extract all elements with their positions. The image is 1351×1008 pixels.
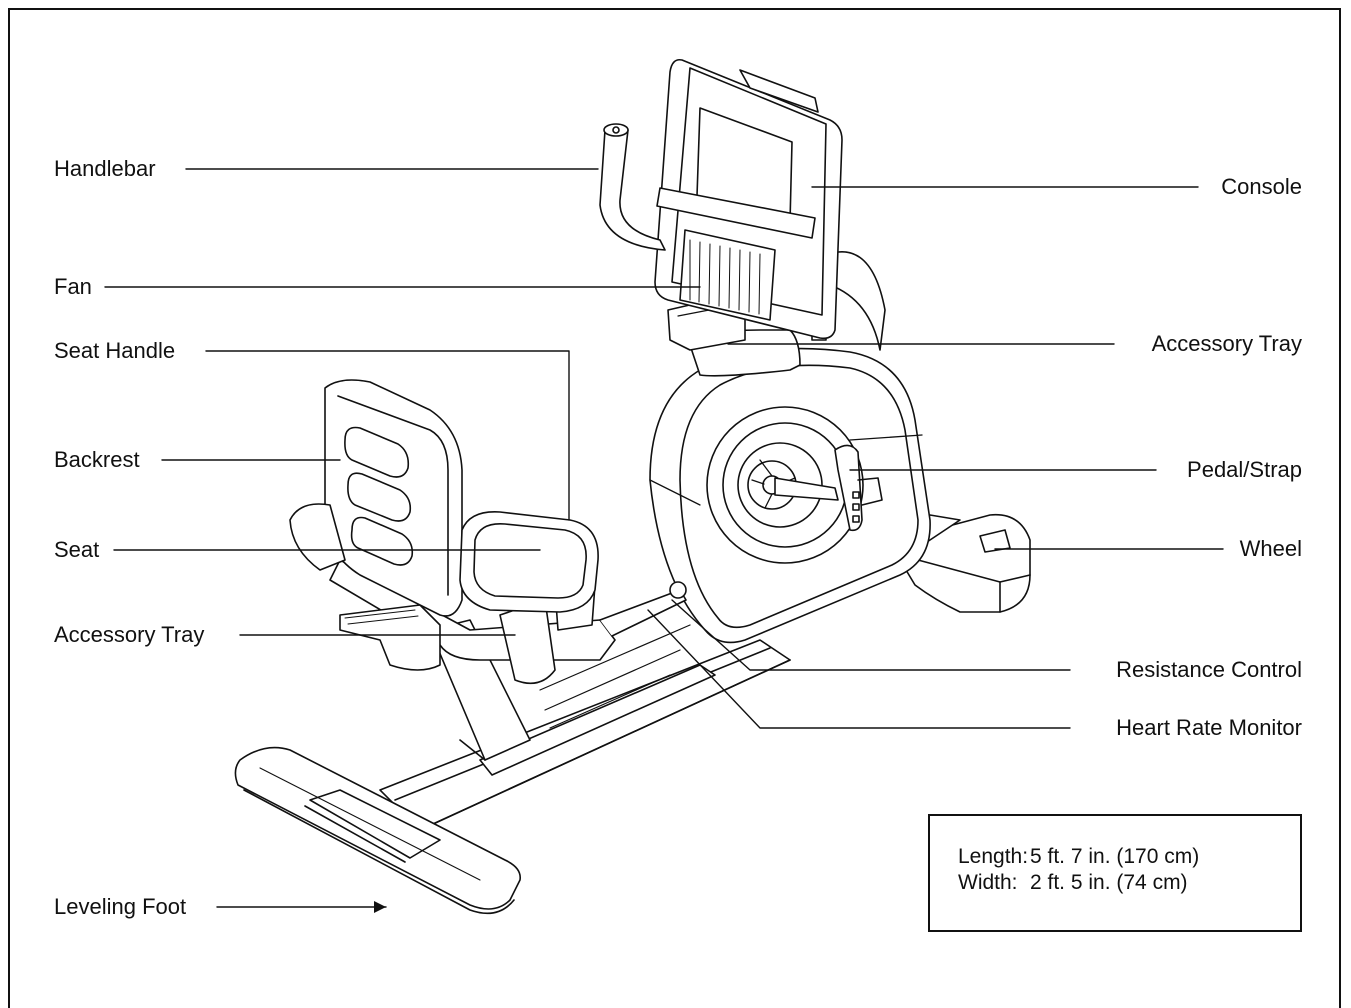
seat-shape [459, 511, 599, 613]
dimension-length: Length:5 ft. 7 in. (170 cm) [958, 844, 1300, 870]
length-value: 5 ft. 7 in. (170 cm) [1030, 845, 1200, 868]
backrest-shape [324, 379, 463, 617]
seat-tray-left [289, 503, 346, 571]
label-seat-handle: Seat Handle [54, 338, 176, 363]
recumbent-bike-illustration [104, 58, 1224, 915]
pedal-crank [774, 444, 883, 532]
handlebars-upper [599, 123, 666, 251]
seat-handle-leader [205, 350, 570, 521]
dimensions-box: Length:5 ft. 7 in. (170 cm) Width: 2 ft. … [928, 814, 1302, 932]
leveling-foot-arrow [374, 901, 386, 913]
diagram-frame [8, 8, 1341, 1008]
label-heart-rate-monitor: Heart Rate Monitor [1116, 715, 1302, 740]
heart-rate-monitor-leader [647, 609, 1071, 729]
label-leveling-foot: Leveling Foot [54, 894, 187, 919]
leader-lines [104, 168, 1224, 913]
label-accessory-tray-right: Accessory Tray [1151, 331, 1302, 356]
label-wheel: Wheel [1239, 536, 1302, 561]
label-resistance-control: Resistance Control [1116, 657, 1302, 682]
label-backrest: Backrest [54, 447, 140, 472]
left-pedal [339, 604, 441, 671]
width-label: Width: [958, 871, 1018, 894]
resistance-control-leader [671, 599, 1071, 671]
label-handlebar: Handlebar [54, 156, 156, 181]
length-label: Length: [958, 845, 1029, 868]
base-frame [379, 624, 791, 831]
label-accessory-tray-left: Accessory Tray [54, 622, 205, 647]
label-console: Console [1221, 174, 1302, 199]
dimension-width: Width: 2 ft. 5 in. (74 cm) [958, 870, 1300, 896]
console-shape [654, 58, 843, 340]
label-fan: Fan [54, 274, 92, 299]
label-seat: Seat [54, 537, 100, 562]
label-pedal-strap: Pedal/Strap [1187, 457, 1302, 482]
leveling-foot-shape [234, 746, 522, 915]
width-value: 2 ft. 5 in. (74 cm) [1030, 871, 1188, 894]
